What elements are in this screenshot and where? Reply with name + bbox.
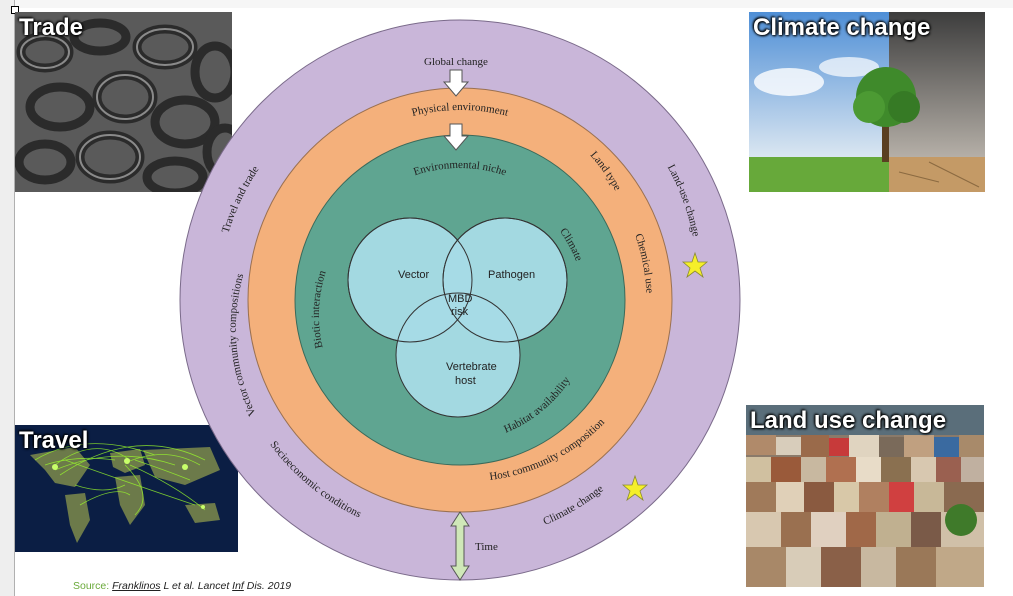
- favela-image: [746, 405, 984, 587]
- window-left-edge: [0, 0, 15, 596]
- source-year: Dis. 2019: [243, 580, 292, 592]
- physical-environment-label: Physical environment: [411, 101, 510, 119]
- global-change-label: Global change: [424, 56, 488, 68]
- source-citation: Source: Franklinos L et al. Lancet Inf D…: [73, 580, 291, 592]
- landuse-photo: Land use change: [746, 405, 984, 587]
- host-label-1: Vertebrate: [446, 361, 497, 373]
- host-circle: [395, 292, 521, 418]
- time-arrow-icon: [450, 511, 470, 581]
- vector-label: Vector: [398, 269, 430, 281]
- mbd-risk-diagram: Global change Travel and trade Land-use …: [179, 19, 741, 581]
- trade-caption: Trade: [19, 14, 84, 41]
- time-label: Time: [475, 541, 498, 553]
- world-map-image: [15, 425, 238, 552]
- window-top-edge: [0, 0, 1013, 8]
- mbd-label-1: MBD: [448, 293, 473, 305]
- source-inf: Inf: [232, 580, 244, 592]
- travel-caption: Travel: [19, 427, 89, 454]
- landuse-caption: Land use change: [750, 407, 947, 434]
- tires-image: [15, 12, 232, 192]
- source-author: Franklinos: [112, 580, 161, 592]
- climate-caption: Climate change: [753, 14, 931, 41]
- source-prefix: Source:: [73, 580, 113, 592]
- tree-image: [749, 12, 985, 192]
- climate-photo: Climate change: [749, 12, 985, 192]
- host-label-2: host: [455, 375, 476, 387]
- down-arrow-icon: [442, 69, 470, 97]
- travel-photo: Travel: [15, 425, 238, 552]
- pathogen-label: Pathogen: [488, 269, 535, 281]
- down-arrow-icon: [442, 123, 470, 151]
- mbd-label-2: risk: [451, 306, 469, 318]
- source-journal: L et al. Lancet: [160, 580, 233, 592]
- star-icon: [681, 251, 709, 279]
- trade-photo: Trade: [15, 12, 232, 192]
- star-icon: [621, 474, 649, 502]
